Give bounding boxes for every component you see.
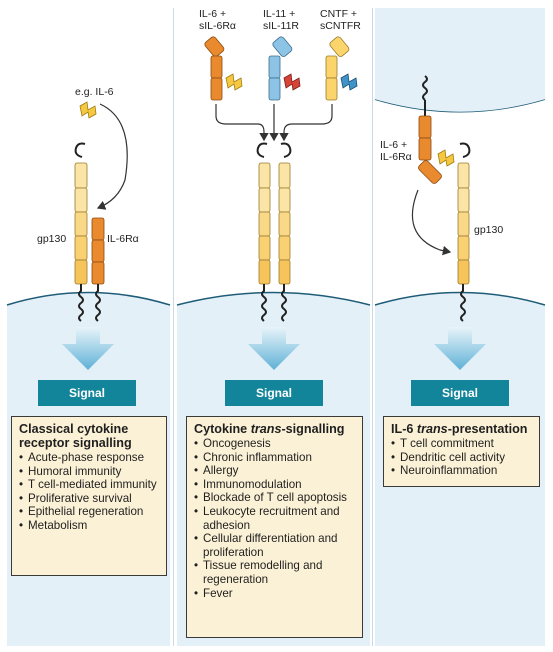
panel-2-il11-complex-label: IL-11 + sIL-11R xyxy=(263,8,299,32)
panel-3-presentation-arrow xyxy=(411,189,452,256)
panel-1-outcome-item: Epithelial regeneration xyxy=(19,505,160,519)
panel-1-outcome-box: Classical cytokine receptor signalling A… xyxy=(11,416,167,576)
panel-3-title-suffix: -presentation xyxy=(447,422,528,436)
panel-2-title-prefix: Cytokine xyxy=(194,422,251,436)
panel-2-il6-complex-label: IL-6 + sIL-6Rα xyxy=(199,8,236,32)
panel-2-signal-arrow xyxy=(248,327,300,370)
panel-2-gp130-dimer xyxy=(256,142,292,322)
panel-3-title-prefix: IL-6 xyxy=(391,422,417,436)
panel-3-outcome-item: Dendritic cell activity xyxy=(391,451,533,465)
panel-3-outcome-list: T cell commitmentDendritic cell activity… xyxy=(391,437,533,478)
panel-2-title-suffix: -signalling xyxy=(281,422,345,436)
panel-3-outcome-item: Neuroinflammation xyxy=(391,464,533,478)
panel-1-outcome-item: Acute-phase response xyxy=(19,451,160,465)
panel-2-outcome-item: Allergy xyxy=(194,464,356,478)
panel-1-il6r-chain xyxy=(91,217,105,322)
panel-1-signal-box: Signal xyxy=(38,380,136,406)
panel-1-outcome-item: T cell-mediated immunity xyxy=(19,478,160,492)
panel-2-outcome-item: Blockade of T cell apoptosis xyxy=(194,491,356,505)
panel-3-outcome-box: IL-6 trans-presentation T cell commitmen… xyxy=(383,416,540,487)
panel-2-outcome-item: Fever xyxy=(194,587,356,601)
panel-3-title: IL-6 trans-presentation xyxy=(391,422,533,436)
panel-1-title: Classical cytokine receptor signalling xyxy=(19,422,132,450)
panel-1-binding-arrow xyxy=(96,103,128,210)
panel-2-outcome-item: Tissue remodelling and regeneration xyxy=(194,559,356,586)
panel-1-ligand-label: e.g. IL-6 xyxy=(75,86,114,98)
panel-3-signal-arrow xyxy=(434,327,486,370)
panel-3-gp130-chain xyxy=(457,142,471,322)
panel-2-outcome-item: Chronic inflammation xyxy=(194,451,356,465)
panel-2-outcome-item: Leukocyte recruitment and adhesion xyxy=(194,505,356,532)
panel-1-outcome-list: Acute-phase responseHumoral immunityT ce… xyxy=(19,451,160,533)
panel-3-il6r-membrane-chain xyxy=(418,75,455,184)
panel-2-cntf-complex xyxy=(325,36,358,101)
panel-2-convergence-arrows xyxy=(215,104,333,142)
panel-1-gp130-label: gp130 xyxy=(37,233,67,245)
panel-3-title-italic: trans xyxy=(416,422,448,436)
panel-2-outcome-item: Cellular differentiation and proliferati… xyxy=(194,532,356,559)
panel-2-title: Cytokine trans-signalling xyxy=(194,422,356,436)
panel-3-signal-box: Signal xyxy=(411,380,509,406)
panel-3-outcome-item: T cell commitment xyxy=(391,437,533,451)
panel-1-outcome-item: Humoral immunity xyxy=(19,465,160,479)
panel-2-il6-complex xyxy=(204,36,243,101)
panel-2-outcome-box: Cytokine trans-signalling OncogenesisChr… xyxy=(186,416,363,638)
panel-2-outcome-list: OncogenesisChronic inflammationAllergyIm… xyxy=(194,437,356,600)
panel-1-outcome-item: Metabolism xyxy=(19,519,160,533)
panel-2-signal-box: Signal xyxy=(225,380,323,406)
panel-1-il6r-label: IL-6Rα xyxy=(107,233,139,245)
panel-2-title-italic: trans xyxy=(250,422,282,436)
panel-2-il11-complex xyxy=(268,36,301,101)
panel-1-signal-arrow xyxy=(62,327,114,370)
panel-2-outcome-item: Immunomodulation xyxy=(194,478,356,492)
panel-2-outcome-item: Oncogenesis xyxy=(194,437,356,451)
panel-1-gp130-chain xyxy=(74,142,88,322)
panel-2-cntf-complex-label: CNTF + sCNTFR xyxy=(320,8,361,32)
panel-3-gp130-label: gp130 xyxy=(474,224,504,236)
panel-1-outcome-item: Proliferative survival xyxy=(19,492,160,506)
panel-1-il6-ligand xyxy=(79,101,97,119)
panel-3-complex-label: IL-6 + IL-6Rα xyxy=(380,139,412,163)
